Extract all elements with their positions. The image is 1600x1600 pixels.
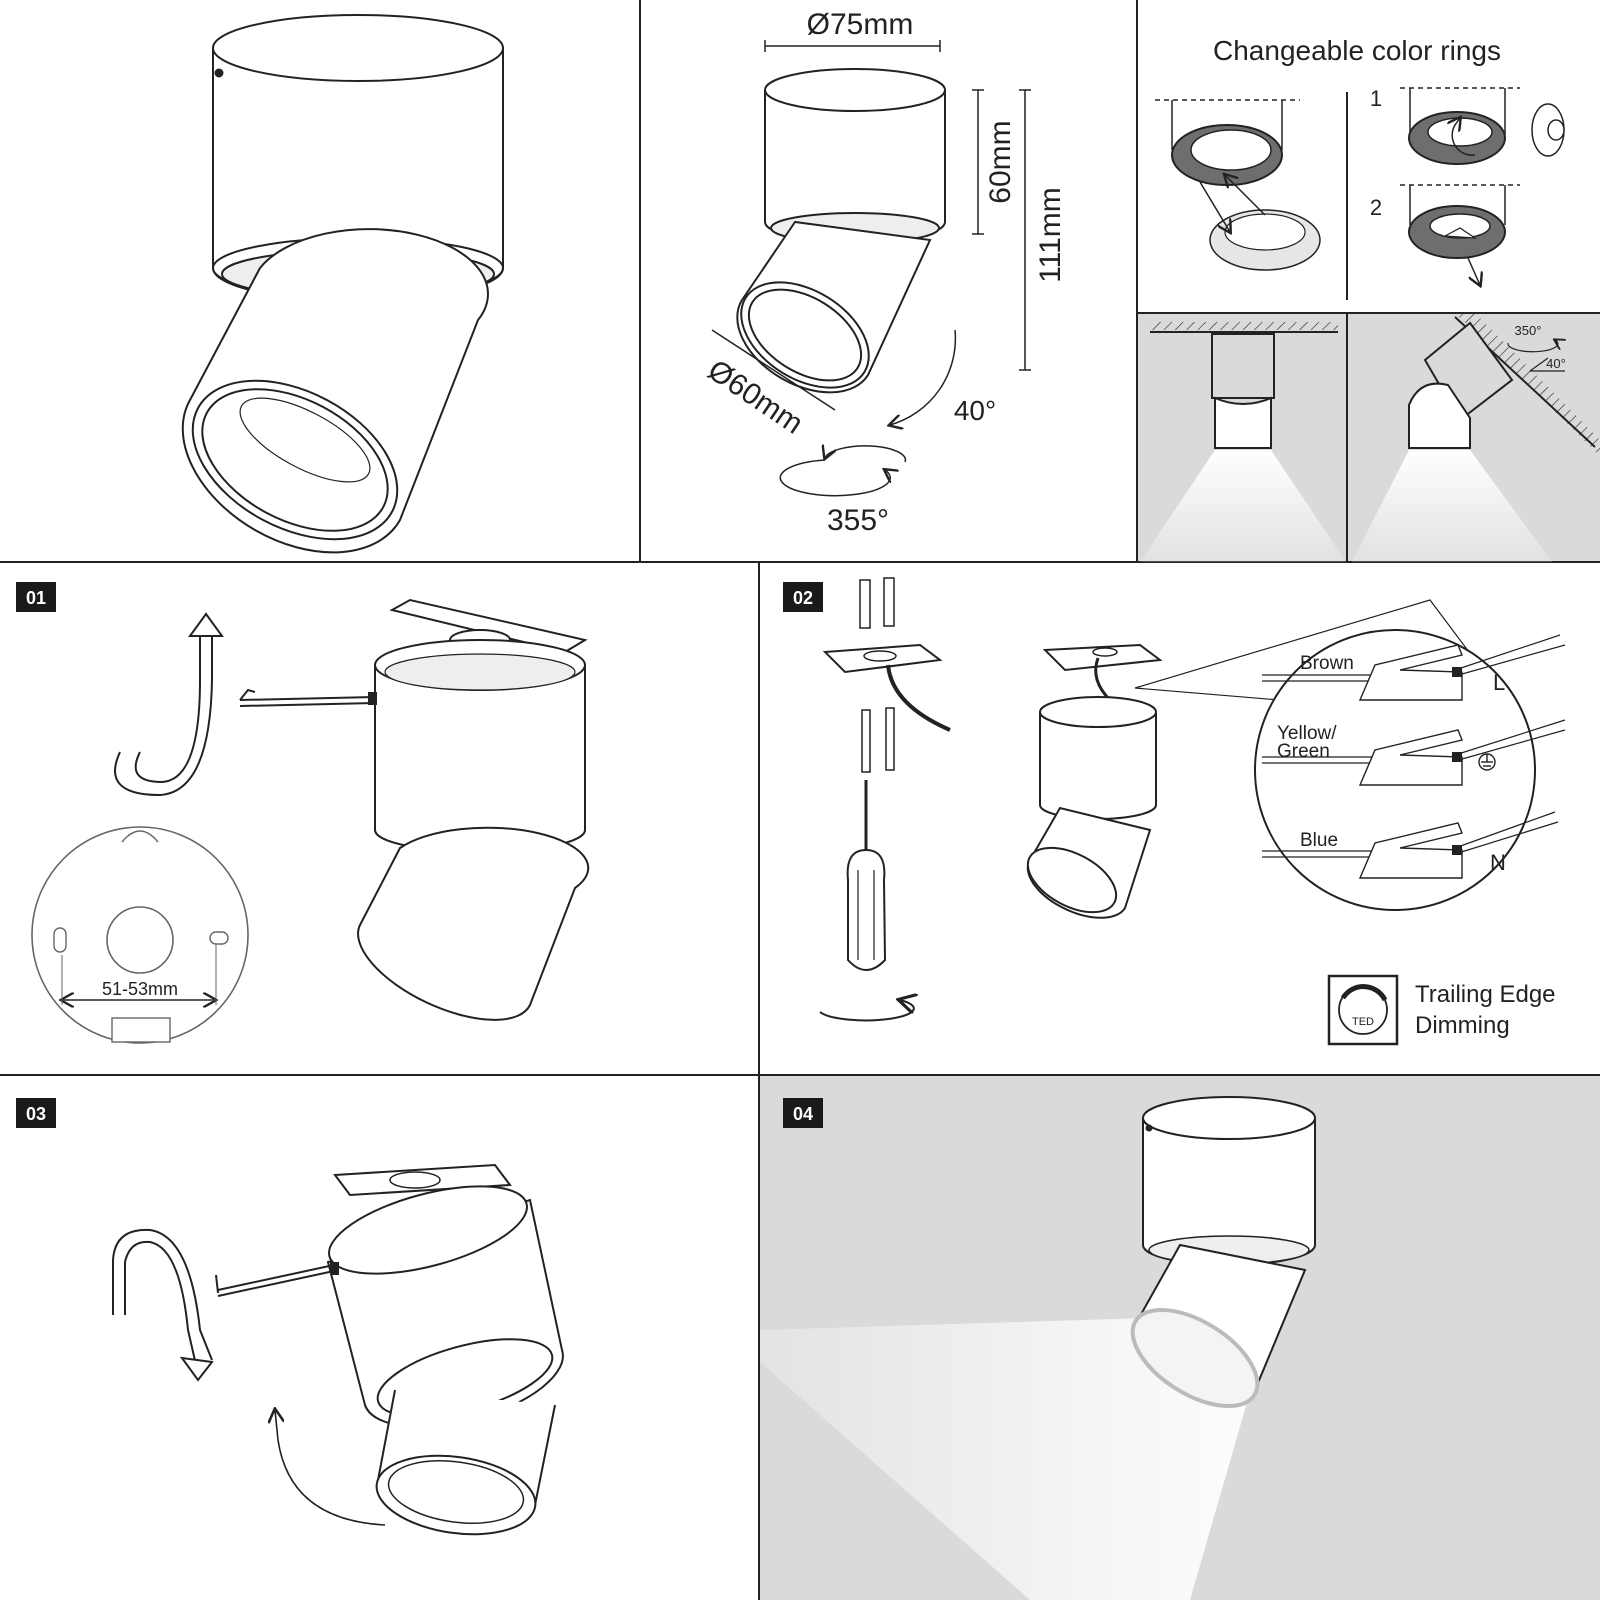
wire-brown-label: Brown: [1300, 653, 1354, 674]
terminal-l-label: L: [1493, 670, 1505, 695]
step-badge-01-text: 01: [26, 588, 46, 608]
dimming-line2: Dimming: [1415, 1012, 1510, 1039]
tilt-angle-label: 40°: [954, 395, 996, 426]
mount-tilt-label: 40°: [1546, 356, 1566, 371]
step-badge-04-text: 04: [793, 1104, 813, 1124]
outer-diameter-label: Ø75mm: [807, 8, 914, 41]
ring-removal-step2: [1400, 184, 1520, 285]
step-badge-03-text: 03: [26, 1104, 46, 1124]
mount-rotation-label: 350°: [1515, 323, 1542, 338]
ring-removal-step1: [1400, 87, 1565, 165]
product-illustration: [181, 14, 504, 554]
step02-fixture-illustration: [1026, 599, 1536, 919]
hole-spacing-label: 51-53mm: [102, 979, 178, 999]
step04-illustration: [760, 1096, 1316, 1600]
wire-yellow-label: Yellow/: [1277, 723, 1337, 744]
body-height-label: 60mm: [984, 120, 1017, 203]
ceiling-mount-illustration: [1140, 322, 1346, 562]
color-rings-title: Changeable color rings: [1213, 35, 1501, 66]
dimension-lines: [711, 40, 1031, 497]
step01-illustration: [31, 598, 590, 1044]
step-badge-01: [16, 582, 56, 612]
total-height-label: 111mm: [1034, 187, 1067, 283]
step03-illustration: [112, 1163, 564, 1536]
ring-step-2: 2: [1370, 195, 1382, 220]
dimming-line1: Trailing Edge: [1415, 981, 1556, 1008]
color-ring-swap-illustration: [1155, 99, 1321, 271]
ted-dimming-icon: [1327, 974, 1399, 1046]
dimension-illustration: [736, 68, 946, 394]
wire-green-label: Green: [1277, 741, 1330, 762]
wire-blue-label: Blue: [1300, 830, 1338, 851]
slope-mount-illustration: [1352, 313, 1600, 562]
step-badge-03: [16, 1098, 56, 1128]
step-badge-04: [783, 1098, 823, 1128]
wiring-terminal-block: [1262, 634, 1566, 879]
step-badge-02-text: 02: [793, 588, 813, 608]
terminal-n-label: N: [1490, 850, 1506, 875]
step-badge-02: [783, 582, 823, 612]
ring-step-1: 1: [1370, 86, 1382, 111]
rotation-angle-label: 355°: [827, 504, 889, 537]
ted-icon-text: TED: [1352, 1016, 1374, 1028]
step02-wall-plug-illustration: [819, 577, 951, 1022]
